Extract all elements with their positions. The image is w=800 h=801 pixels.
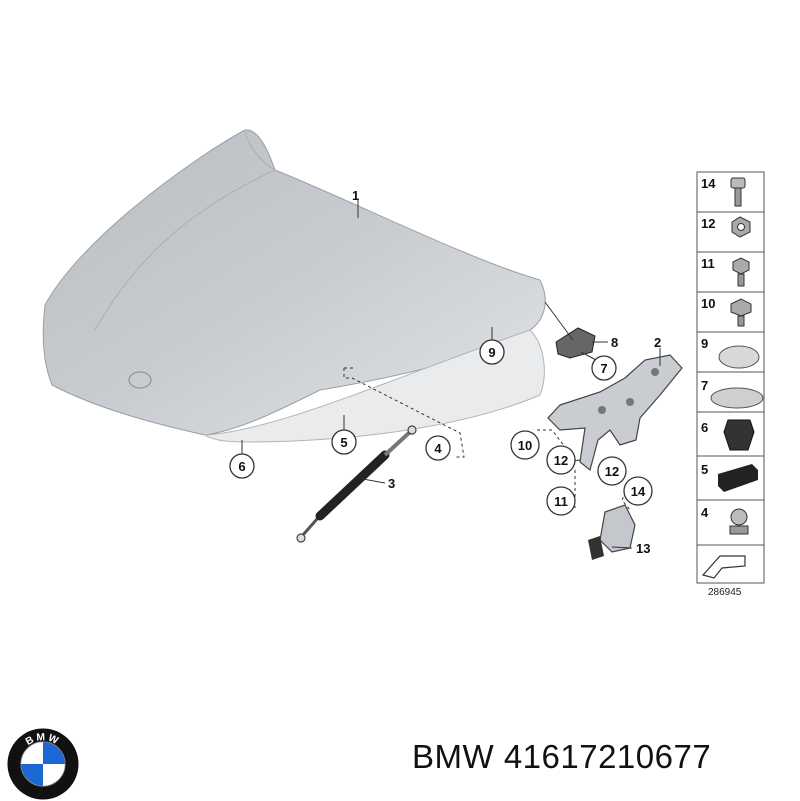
callout-circle-11	[546, 486, 576, 516]
callout-12b: 12	[605, 464, 619, 479]
callout-circle-5	[331, 429, 357, 455]
callout-12a: 12	[554, 453, 568, 468]
callout-10: 10	[518, 438, 532, 453]
diagram-number: 286945	[708, 587, 742, 598]
panel-label-5: 5	[701, 462, 708, 477]
callout-9: 9	[488, 345, 495, 360]
panel-label-10: 10	[701, 296, 715, 311]
lock-bracket-part	[588, 504, 636, 560]
callout-circle-14	[623, 476, 653, 506]
callout-circle-9	[479, 339, 505, 365]
buffer-part	[555, 327, 596, 359]
gas-strut-part	[296, 425, 417, 543]
callout-circle-10	[510, 430, 540, 460]
callout-1: 1	[352, 188, 359, 203]
panel-label-9: 9	[701, 336, 708, 351]
hood-part	[42, 129, 546, 443]
panel-label-14: 14	[701, 176, 716, 191]
callout-3: 3	[388, 476, 395, 491]
callout-8: 8	[611, 335, 618, 350]
hinge-part	[547, 354, 683, 472]
part-caption: BMW 41617210677	[412, 738, 712, 775]
callout-4: 4	[434, 441, 442, 456]
panel-label-12: 12	[701, 216, 715, 231]
callout-6: 6	[238, 459, 245, 474]
callout-5: 5	[340, 435, 347, 450]
panel-label-6: 6	[701, 420, 708, 435]
parts-panel: 14 12 11 10 9 7 6 5 4	[696, 171, 765, 584]
callout-circle-6	[229, 453, 255, 479]
callout-11: 11	[554, 494, 568, 509]
callout-2: 2	[654, 335, 661, 350]
svg-text:BMW: BMW	[24, 732, 62, 748]
bmw-logo: BMW	[7, 728, 79, 800]
panel-label-4: 4	[701, 505, 709, 520]
callout-circle-12b	[597, 456, 627, 486]
callout-circle-4	[425, 435, 451, 461]
callout-circle-7	[591, 355, 617, 381]
callout-circle-12a	[546, 445, 576, 475]
callout-14: 14	[631, 484, 646, 499]
panel-label-11: 11	[701, 256, 715, 271]
callout-7: 7	[600, 361, 607, 376]
callout-13: 13	[636, 541, 650, 556]
panel-label-7: 7	[701, 378, 708, 393]
